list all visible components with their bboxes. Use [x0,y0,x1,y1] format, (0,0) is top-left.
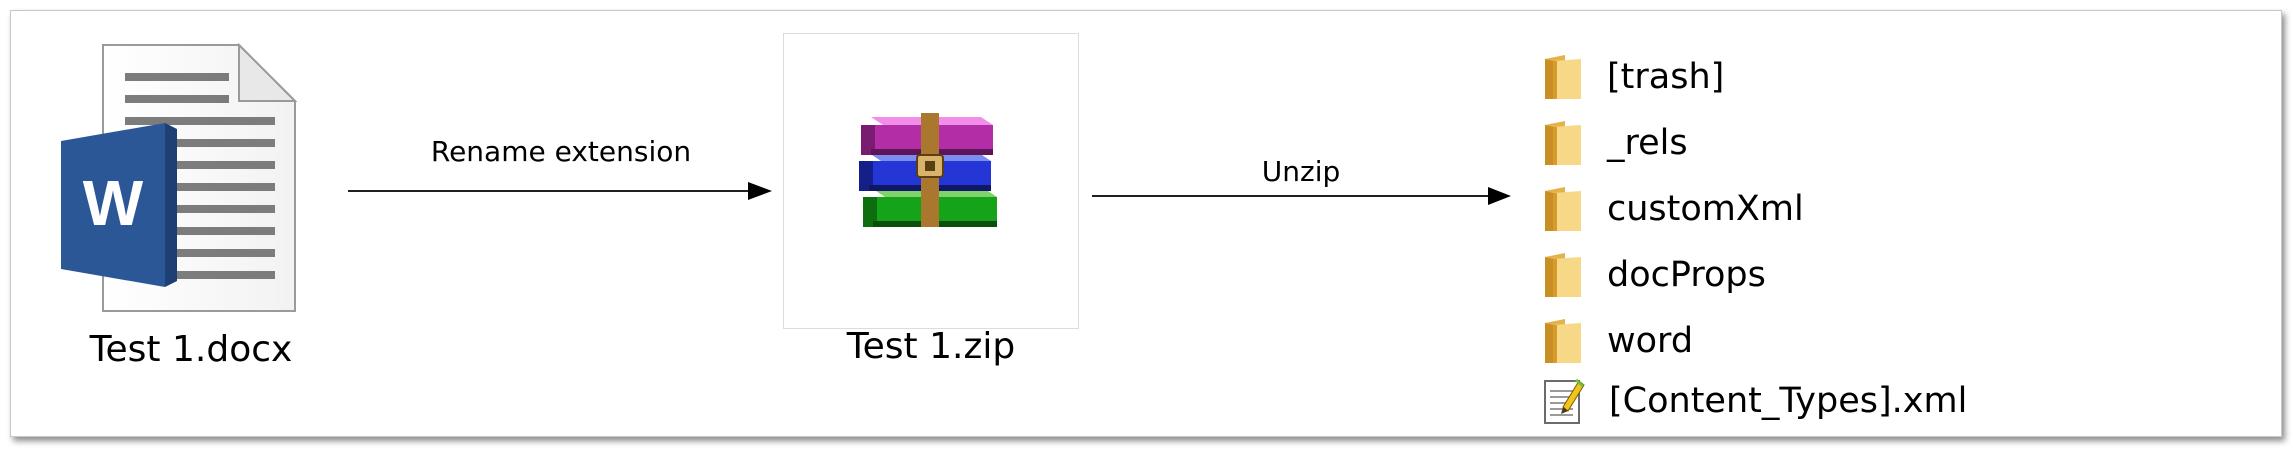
xml-file-icon [1543,377,1585,425]
content-item-rels[interactable]: _rels [1543,115,1688,171]
content-item-label: word [1607,321,1694,361]
content-item-label: customXml [1607,189,1804,229]
rename-extension-label: Rename extension [430,135,692,168]
winrar-archive-icon [855,103,1005,233]
folder-icon [1543,317,1583,365]
unzip-label: Unzip [1261,155,1341,188]
folder-icon [1543,119,1583,167]
content-item-label: _rels [1607,123,1688,163]
zip-file-name: Test 1.zip [846,326,1016,367]
folder-icon [1543,251,1583,299]
content-item-label: [trash] [1607,57,1725,97]
content-item-docprops[interactable]: docProps [1543,247,1766,303]
content-item-customxml[interactable]: customXml [1543,181,1804,237]
source-file-name: Test 1.docx [89,329,293,370]
folder-icon [1543,185,1583,233]
svg-text:W: W [83,167,144,239]
content-item-word[interactable]: word [1543,313,1693,369]
rename-arrow [348,179,773,203]
unzip-arrow [1092,184,1512,208]
content-item-content-types[interactable]: [Content_Types].xml [1543,373,1967,429]
diagram-frame: W Test 1.docx Rename extension [10,10,2282,437]
word-document-icon: W [59,43,299,313]
content-item-trash[interactable]: [trash] [1543,49,1724,105]
content-item-label: [Content_Types].xml [1609,381,1968,421]
content-item-label: docProps [1607,255,1766,295]
folder-icon [1543,53,1583,101]
